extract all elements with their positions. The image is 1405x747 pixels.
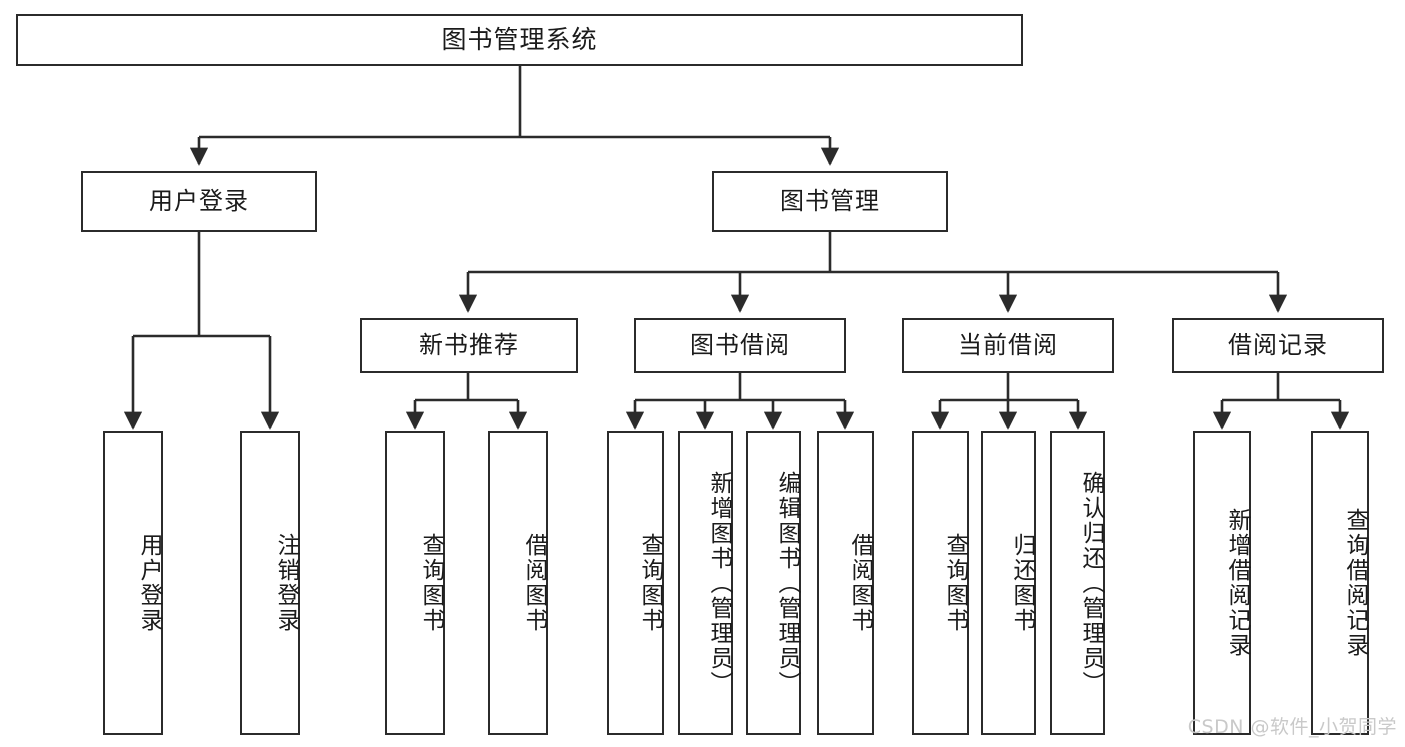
- node-label: 借阅图书: [847, 533, 873, 633]
- leaf-logout-login[interactable]: 注销登录: [240, 431, 300, 735]
- leaf-query-book-current[interactable]: 查询图书: [912, 431, 969, 735]
- leaf-borrow-book-borrow[interactable]: 借阅图书: [817, 431, 874, 735]
- leaf-user-login[interactable]: 用户登录: [103, 431, 163, 735]
- leaf-borrow-book-new-rec[interactable]: 借阅图书: [488, 431, 548, 735]
- node-label: 用户登录: [136, 533, 162, 633]
- leaf-add-book-admin[interactable]: 新增图书（管理员）: [678, 431, 733, 735]
- node-borrow-record[interactable]: 借阅记录: [1172, 318, 1384, 373]
- node-label: 确认归还（管理员）: [1078, 470, 1104, 696]
- node-label: 借阅记录: [1228, 331, 1328, 360]
- node-label: 借阅图书: [521, 533, 547, 633]
- leaf-return-book[interactable]: 归还图书: [981, 431, 1036, 735]
- node-new-book-recommendation[interactable]: 新书推荐: [360, 318, 578, 373]
- leaf-query-borrow-record[interactable]: 查询借阅记录: [1311, 431, 1369, 735]
- leaf-query-book-borrow[interactable]: 查询图书: [607, 431, 664, 735]
- node-label: 新增借阅记录: [1224, 508, 1250, 658]
- leaf-confirm-return-admin[interactable]: 确认归还（管理员）: [1050, 431, 1105, 735]
- node-label: 图书借阅: [690, 331, 790, 360]
- node-label: 查询借阅记录: [1342, 508, 1368, 658]
- node-current-borrow[interactable]: 当前借阅: [902, 318, 1114, 373]
- node-user-login[interactable]: 用户登录: [81, 171, 317, 232]
- node-label: 图书管理系统: [441, 25, 598, 54]
- leaf-edit-book-admin[interactable]: 编辑图书（管理员）: [746, 431, 801, 735]
- node-label: 新书推荐: [419, 331, 519, 360]
- node-label: 当前借阅: [958, 331, 1058, 360]
- node-root-book-management-system[interactable]: 图书管理系统: [16, 14, 1023, 66]
- node-label: 查询图书: [418, 533, 444, 633]
- node-book-management[interactable]: 图书管理: [712, 171, 948, 232]
- node-label: 图书管理: [780, 187, 880, 216]
- node-label: 新增图书（管理员）: [706, 470, 732, 696]
- leaf-query-book-new-rec[interactable]: 查询图书: [385, 431, 445, 735]
- leaf-add-borrow-record[interactable]: 新增借阅记录: [1193, 431, 1251, 735]
- node-label: 归还图书: [1009, 533, 1035, 633]
- node-label: 查询图书: [637, 533, 663, 633]
- node-label: 查询图书: [942, 533, 968, 633]
- node-label: 用户登录: [149, 187, 249, 216]
- node-label: 编辑图书（管理员）: [774, 470, 800, 696]
- node-label: 注销登录: [273, 533, 299, 633]
- node-book-borrow[interactable]: 图书借阅: [634, 318, 846, 373]
